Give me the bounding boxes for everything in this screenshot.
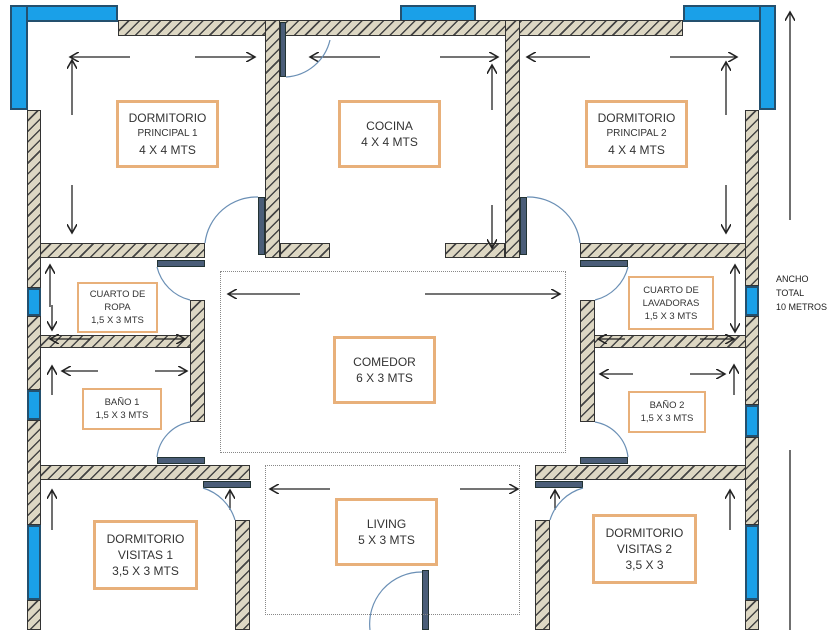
door-ropa[interactable] — [157, 260, 205, 267]
room-size: 4 X 4 MTS — [139, 143, 196, 157]
room-size: 4 X 4 MTS — [361, 135, 418, 149]
wall-left-2 — [27, 316, 41, 390]
window-visitas1 — [27, 525, 41, 600]
label-dormitorio-visitas-2: DORMITORIO VISITAS 2 3,5 X 3 — [592, 514, 697, 584]
comedor-area — [220, 271, 566, 453]
dimension-line2: TOTAL — [776, 288, 805, 298]
door-bano2[interactable] — [580, 457, 628, 464]
room-sub: VISITAS 1 — [117, 548, 174, 562]
room-size: 1,5 X 3 MTS — [640, 413, 694, 424]
room-size: 1,5 X 3 MTS — [644, 310, 698, 322]
label-dormitorio-visitas-1: DORMITORIO VISITAS 1 3,5 X 3 MTS — [93, 520, 198, 590]
wall-right — [745, 110, 759, 286]
wall-dp1-kitchen — [265, 20, 280, 258]
room-sub: VISITAS 2 — [616, 542, 673, 556]
label-bano-1: BAÑO 1 1,5 X 3 MTS — [82, 388, 162, 430]
total-width-annotation: ANCHO TOTAL 10 METROS — [776, 272, 827, 314]
door-dp2[interactable] — [520, 197, 527, 255]
label-dormitorio-principal-1: DORMITORIO PRINCIPAL 1 4 X 4 MTS — [116, 100, 219, 168]
dimension-line1: ANCHO — [776, 274, 809, 284]
dimension-line3: 10 METROS — [776, 302, 828, 312]
room-name: CUARTO DE — [643, 284, 699, 296]
room-name: DORMITORIO — [605, 526, 684, 540]
wall-kitchen-dp2 — [505, 20, 520, 258]
wall-left — [27, 110, 41, 288]
label-cuarto-de-ropa: CUARTO DE ROPA 1,5 X 3 MTS — [77, 282, 158, 333]
room-name: CUARTO DE — [89, 289, 146, 300]
window-top-left-v — [10, 5, 28, 110]
door-visitas2[interactable] — [535, 481, 583, 488]
label-cocina: COCINA 4 X 4 MTS — [338, 100, 441, 168]
room-name: COMEDOR — [353, 355, 416, 369]
wall-kitchen-bottom-l — [280, 243, 330, 258]
window-lavadoras — [745, 286, 759, 316]
room-size: 3,5 X 3 — [625, 558, 664, 572]
wall-right-2 — [745, 316, 759, 405]
wall-lav-side — [580, 300, 595, 422]
room-sub: PRINCIPAL 1 — [137, 128, 198, 139]
window-bano1 — [27, 390, 41, 420]
wall-dp2-bottom — [580, 243, 746, 258]
wall-left-mid — [40, 465, 250, 480]
door-visitas1[interactable] — [203, 481, 251, 488]
room-name: BAÑO 2 — [649, 400, 685, 411]
door-bano1[interactable] — [157, 457, 205, 464]
wall-top — [118, 20, 683, 36]
wall-dp1-bottom — [40, 243, 205, 258]
window-ropa — [27, 288, 41, 316]
window-bano2 — [745, 405, 759, 437]
label-bano-2: BAÑO 2 1,5 X 3 MTS — [628, 391, 706, 433]
window-visitas2 — [745, 525, 759, 600]
room-sub: LAVADORAS — [642, 297, 700, 309]
room-size: 6 X 3 MTS — [356, 371, 413, 385]
room-size: 1,5 X 3 MTS — [95, 410, 149, 421]
room-name: COCINA — [366, 119, 413, 133]
door-lavadoras[interactable] — [580, 260, 628, 267]
wall-right-3 — [745, 437, 759, 525]
room-size: 5 X 3 MTS — [358, 533, 415, 547]
room-name: DORMITORIO — [128, 111, 207, 125]
label-comedor: COMEDOR 6 X 3 MTS — [333, 336, 436, 404]
wall-right-mid — [535, 465, 746, 480]
wall-ropa-side — [190, 300, 205, 422]
label-dormitorio-principal-2: DORMITORIO PRINCIPAL 2 4 X 4 MTS — [585, 100, 688, 168]
room-size: 3,5 X 3 MTS — [112, 564, 179, 578]
room-sub: PRINCIPAL 2 — [606, 128, 667, 139]
room-name: LIVING — [366, 517, 407, 531]
room-name: DORMITORIO — [597, 111, 676, 125]
window-top-right-v — [759, 5, 776, 110]
door-dp1[interactable] — [258, 197, 265, 255]
label-living: LIVING 5 X 3 MTS — [335, 498, 438, 566]
room-name: DORMITORIO — [106, 532, 185, 546]
room-size: 1,5 X 3 MTS — [91, 315, 144, 326]
room-name: BAÑO 1 — [104, 397, 140, 408]
door-kitchen-top[interactable] — [280, 22, 286, 77]
room-sub: ROPA — [104, 302, 131, 313]
living-area — [265, 465, 520, 615]
room-size: 4 X 4 MTS — [608, 143, 665, 157]
